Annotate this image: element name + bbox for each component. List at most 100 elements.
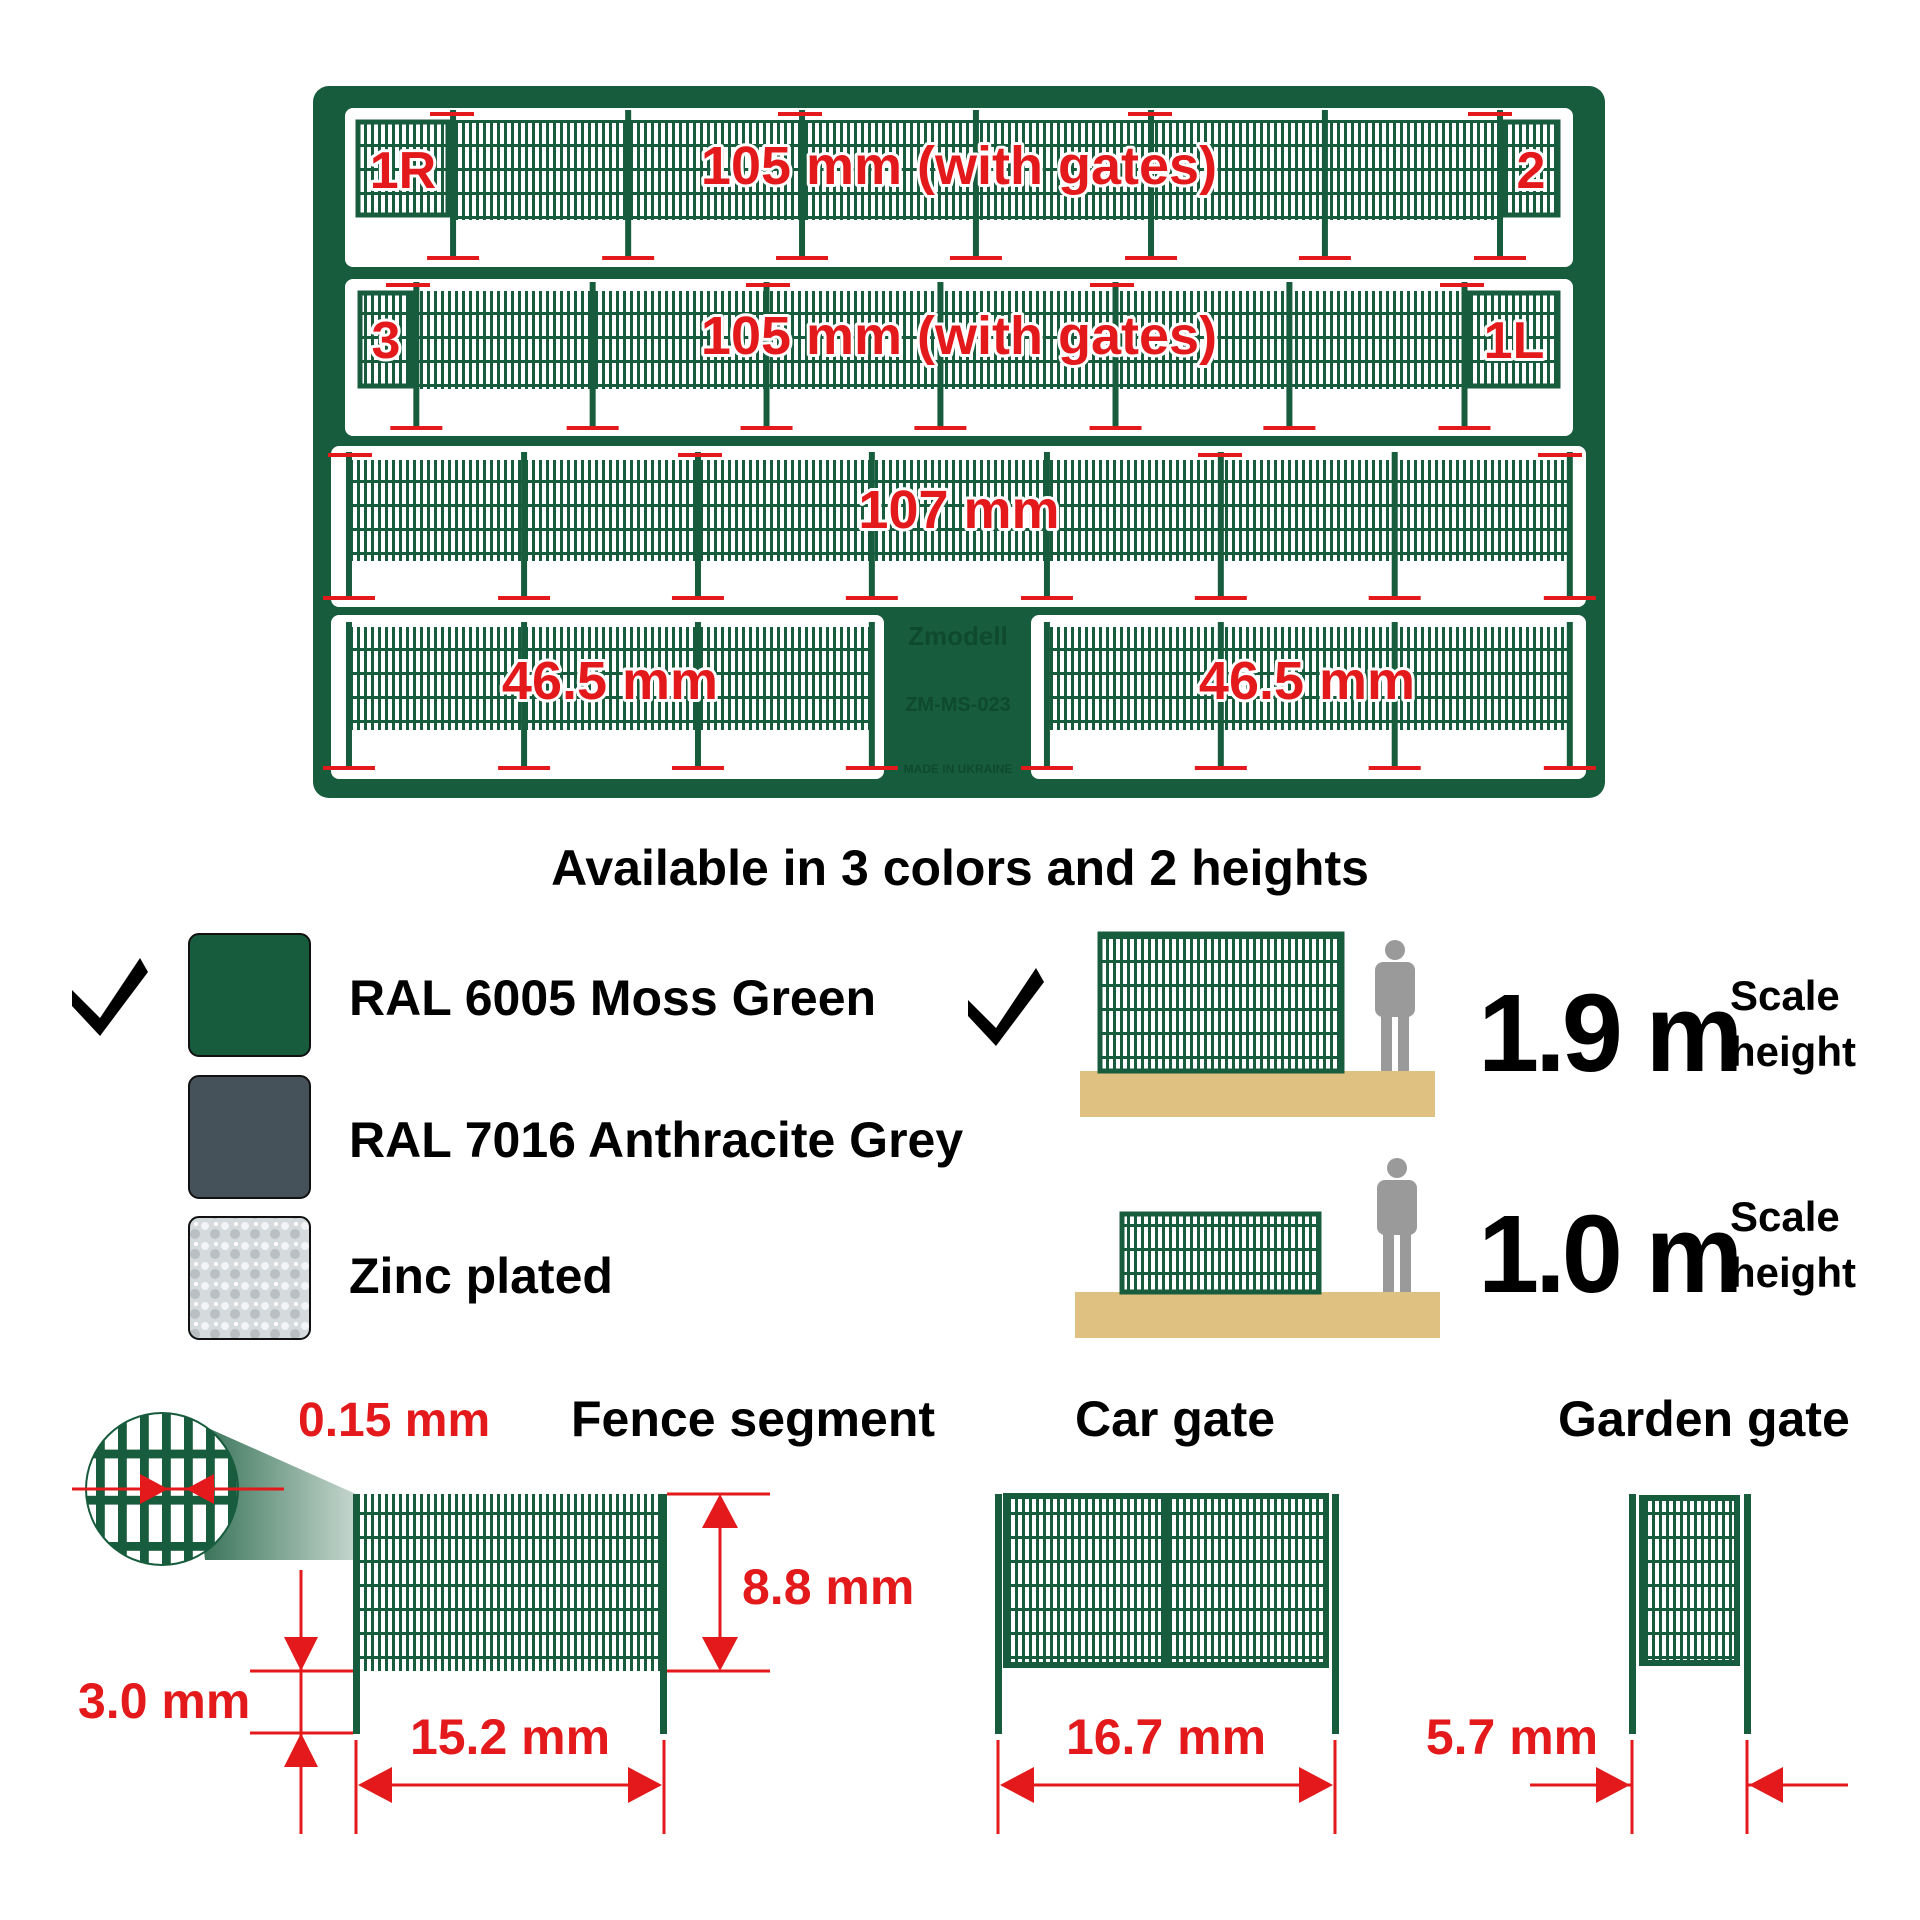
swatch-anthracite-grey[interactable] [188, 1075, 311, 1199]
sprue-mark [566, 426, 619, 430]
fence-post [1391, 452, 1398, 598]
height-caption: Scale [1730, 1193, 1840, 1240]
photo-etched-fret: Zmodell ZM-MS-023 MADE IN UKRAINE 105 mm… [313, 86, 1605, 798]
swatch-moss-green[interactable] [188, 933, 311, 1057]
fence-post [1566, 622, 1573, 768]
fence-post [1566, 452, 1573, 598]
fence-post [868, 622, 875, 768]
person-icon [1377, 1158, 1417, 1292]
fence-post [1461, 282, 1468, 428]
sprue-mark [776, 256, 829, 260]
availability-title: Available in 3 colors and 2 heights [551, 840, 1369, 896]
fence-post [1112, 282, 1119, 428]
fence-post [625, 110, 632, 258]
brand-logo: Zmodell [908, 621, 1008, 651]
color-label-zinc: Zinc plated [349, 1248, 613, 1304]
fence-post [1286, 282, 1293, 428]
post-extension-label: 3.0 mm [78, 1673, 250, 1729]
sprue-mark [1128, 112, 1172, 116]
fence-post [694, 622, 701, 768]
height-options: 1.9 m Scale height 1.0 m Scale height [968, 931, 1856, 1338]
fence-height-label: 8.8 mm [742, 1559, 914, 1615]
sprue-mark [1090, 283, 1134, 287]
height-1-9-illustration [1080, 931, 1435, 1117]
sprue-mark [1468, 112, 1512, 116]
fence-post [1148, 110, 1155, 258]
fence-post [345, 452, 352, 598]
fence-segment-drawing: 8.8 mm 3.0 mm 15.2 mm [78, 1492, 914, 1834]
sprue-mark [949, 256, 1002, 260]
origin-label: MADE IN UKRAINE [904, 762, 1013, 776]
fence-post [1217, 452, 1224, 598]
sprue-mark [1298, 256, 1351, 260]
row1-right-gate-label: 2 [1517, 142, 1546, 200]
row3-label: 107 mm [858, 480, 1059, 540]
sprue-mark [1543, 596, 1596, 600]
car-gate-title: Car gate [1075, 1391, 1275, 1447]
height-caption: height [1730, 1249, 1856, 1296]
sprue-mark [1020, 766, 1073, 770]
fence-post [763, 282, 770, 428]
garden-gate-title: Garden gate [1558, 1391, 1850, 1447]
sprue-mark [322, 766, 375, 770]
sprue-mark [1438, 426, 1491, 430]
sprue-mark [1368, 596, 1421, 600]
fence-post [450, 110, 457, 258]
fence-panel [1047, 627, 1570, 730]
fence-post [868, 452, 875, 598]
height-caption: Scale [1730, 972, 1840, 1019]
sprue-mark [845, 596, 898, 600]
sprue-mark [498, 766, 551, 770]
fence-post [799, 110, 806, 258]
sprue-mark [1368, 766, 1421, 770]
fret-plate: Zmodell ZM-MS-023 MADE IN UKRAINE [904, 621, 1013, 776]
color-options: RAL 6005 Moss Green RAL 7016 Anthracite … [72, 933, 963, 1340]
fence-post [1391, 622, 1398, 768]
height-caption: height [1730, 1028, 1856, 1075]
magnifier-detail [72, 1412, 356, 1566]
color-label-anthracite-grey: RAL 7016 Anthracite Grey [349, 1112, 963, 1168]
sprue-mark [1538, 453, 1582, 457]
sprue-mark [386, 283, 430, 287]
sprue-mark [746, 283, 790, 287]
product-code: ZM-MS-023 [905, 694, 1011, 716]
fence-post [694, 452, 701, 598]
sprue-mark [430, 112, 474, 116]
car-gate-drawing: 16.7 mm [995, 1493, 1339, 1834]
sprue-mark [1194, 766, 1247, 770]
fence-post [589, 282, 596, 428]
sprue-mark [845, 766, 898, 770]
fence-post [413, 282, 420, 428]
sprue-mark [602, 256, 655, 260]
sprue-mark [328, 453, 372, 457]
garden-gate-drawing: 5.7 mm [1426, 1494, 1848, 1834]
fence-post [345, 622, 352, 768]
fence-post [1217, 622, 1224, 768]
sprue-mark [427, 256, 480, 260]
row2-left-gate-label: 3 [372, 312, 401, 370]
checkmark-icon [72, 958, 148, 1036]
sprue-mark [390, 426, 443, 430]
row2-right-gate-label: 1L [1484, 312, 1545, 370]
fence-post [1321, 110, 1328, 258]
height-value-1-9: 1.9 m [1478, 972, 1739, 1095]
row1-label: 105 mm (with gates) [701, 136, 1217, 196]
car-gate-width-label: 16.7 mm [1066, 1709, 1266, 1765]
swatch-zinc-plated[interactable] [188, 1216, 311, 1340]
sprue-mark [778, 112, 822, 116]
fence-post [937, 282, 944, 428]
fence-post [521, 452, 528, 598]
dimension-drawings: Fence segment Car gate Garden gate 0.15 … [72, 1391, 1850, 1834]
fence-post [521, 622, 528, 768]
fence-post [1497, 110, 1504, 258]
sprue-mark [1125, 256, 1178, 260]
gate-panel [355, 119, 451, 218]
sprue-mark [1440, 283, 1484, 287]
row4-right-label: 46.5 mm [1199, 651, 1415, 711]
wire-thickness-label: 0.15 mm [298, 1394, 490, 1447]
fence-panel [347, 460, 1570, 561]
sprue-mark [1194, 596, 1247, 600]
fence-post [972, 110, 979, 258]
sprue-mark [498, 596, 551, 600]
